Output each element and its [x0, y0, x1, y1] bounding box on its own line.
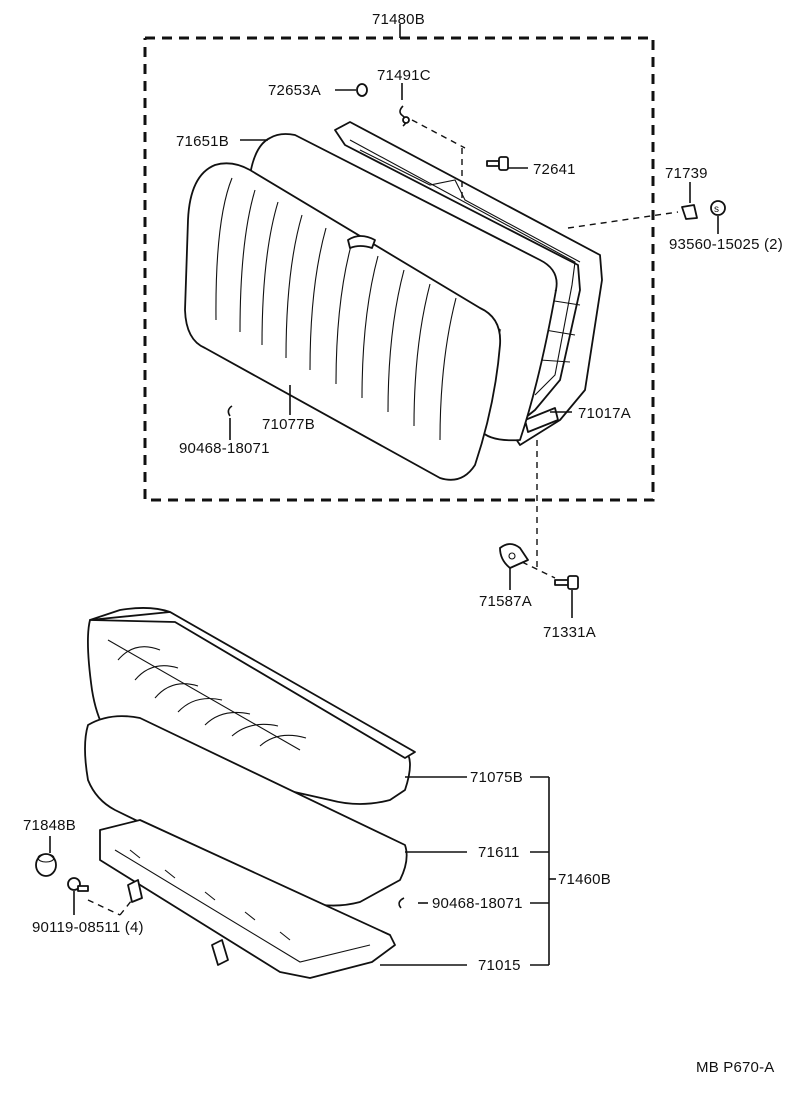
- label-71015: 71015: [478, 957, 521, 974]
- bolt-72641-icon: [486, 156, 509, 171]
- bracket-71587A-icon: [499, 543, 529, 569]
- label-71587A: 71587A: [479, 593, 532, 610]
- label-90468-18071-lower: 90468-18071: [432, 895, 523, 912]
- lower-leader-lines: [49, 776, 556, 966]
- label-71480B: 71480B: [372, 11, 425, 28]
- bolt-71331A-icon: [554, 575, 579, 590]
- label-72653A: 72653A: [268, 82, 321, 99]
- cushion-pad-71611: [84, 715, 408, 907]
- label-72641: 72641: [533, 161, 576, 178]
- middle-leader-lines: [509, 440, 573, 618]
- diagram-code: MB P670-A: [696, 1059, 775, 1076]
- pin-72653A-icon: [356, 83, 368, 97]
- bolt-90119-icon: [67, 877, 89, 892]
- label-90119-08511: 90119-08511 (4): [32, 919, 144, 936]
- seatback-group-box: [143, 24, 655, 502]
- cushion-frame-71015: [99, 819, 396, 979]
- hogring-lower-icon: [398, 897, 405, 909]
- label-71651B: 71651B: [176, 133, 229, 150]
- cap-71848B-icon: [35, 853, 57, 877]
- label-93560-15025: 93560-15025 (2): [669, 236, 783, 253]
- label-71077B: 71077B: [262, 416, 315, 433]
- label-71075B: 71075B: [470, 769, 523, 786]
- label-71739: 71739: [665, 165, 708, 182]
- hook-71491C-icon: [399, 105, 410, 127]
- seatback-pad-71651B: [249, 133, 558, 442]
- hogring-upper-icon: [227, 405, 233, 417]
- label-71848B: 71848B: [23, 817, 76, 834]
- label-71611: 71611: [478, 844, 520, 861]
- svg-text:s: s: [714, 204, 719, 215]
- seatback-cover-71077B: [184, 162, 502, 481]
- label-71331A: 71331A: [543, 624, 596, 641]
- label-71017A: 71017A: [578, 405, 631, 422]
- upper-leader-lines: [229, 83, 719, 440]
- label-71491C: 71491C: [377, 67, 431, 84]
- label-71460B: 71460B: [558, 871, 611, 888]
- label-90468-18071-upper: 90468-18071: [179, 440, 270, 457]
- washer-93560-icon: s: [710, 200, 726, 216]
- clip-71739-icon: [681, 204, 698, 220]
